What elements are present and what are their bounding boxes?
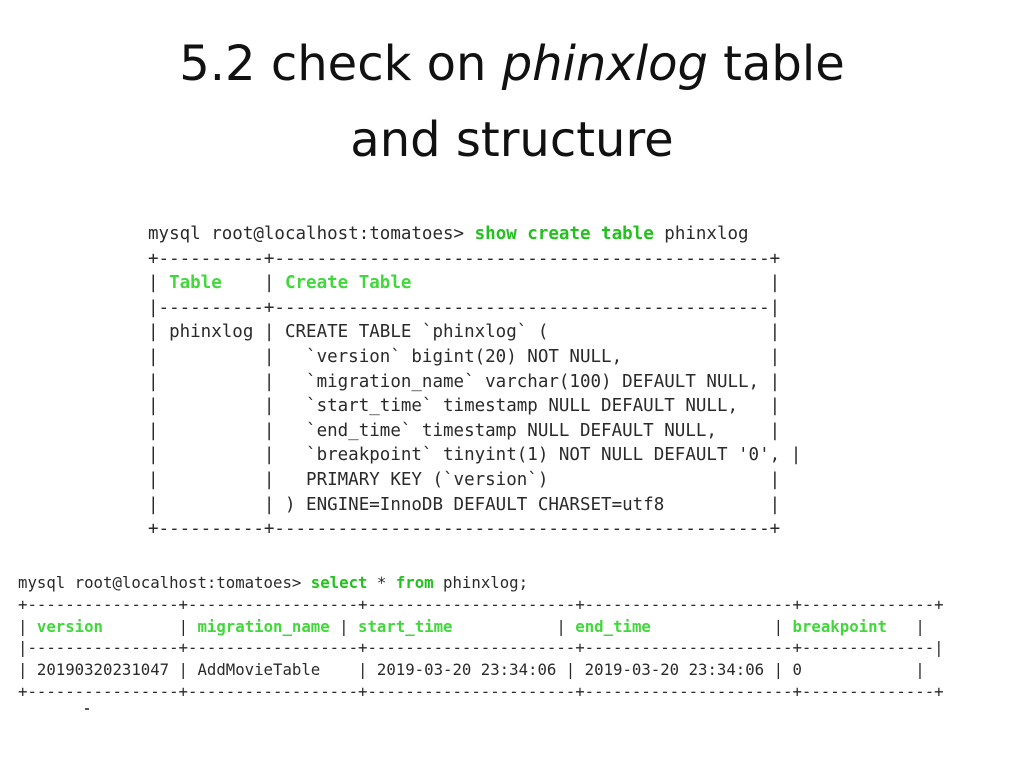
command-keyword: show create table	[474, 224, 654, 244]
header-breakpoint: breakpoint	[792, 616, 887, 636]
kw-select: select	[310, 573, 368, 592]
table-border-top: +----------+----------------------------…	[148, 248, 781, 269]
header-pad	[887, 617, 915, 636]
slide-title: 5.2 check on phinxlog table and structur…	[0, 26, 1024, 178]
header-end-time: end_time	[575, 616, 651, 636]
table-row: | | `version` bigint(20) NOT NULL, |	[148, 346, 781, 367]
table-border-top: +----------------+------------------+---…	[18, 594, 944, 614]
title-prefix: 5.2 check on	[179, 36, 502, 92]
show-create-table-output: mysql root@localhost:tomatoes> show crea…	[148, 222, 801, 542]
select-star: *	[367, 573, 396, 592]
table-border-bottom: +----------+----------------------------…	[148, 519, 781, 540]
table-border-bottom: +----------------+------------------+---…	[18, 681, 944, 701]
table-border-mid: |----------------+------------------+---…	[18, 638, 944, 658]
header-pipe: |	[178, 616, 198, 636]
header-row-tail: |	[411, 273, 781, 294]
table-row: | | ) ENGINE=InnoDB DEFAULT CHARSET=utf8…	[148, 494, 781, 515]
header-pipe: |	[556, 616, 576, 636]
header-pad	[453, 617, 557, 636]
header-pipe: |	[339, 616, 359, 636]
title-suffix: table	[707, 36, 845, 92]
table-row: | | `migration_name` varchar(100) DEFAUL…	[148, 371, 781, 392]
header-create-table: Create Table	[284, 273, 412, 294]
table-row: | | PRIMARY KEY (`version`) |	[148, 469, 781, 490]
header-row-lead: |	[148, 273, 170, 294]
stray-mark	[85, 708, 89, 710]
header-pipe: |	[915, 616, 925, 636]
header-pad	[330, 617, 339, 636]
header-pad	[651, 617, 774, 636]
table-row: | | `breakpoint` tinyint(1) NOT NULL DEF…	[148, 445, 802, 466]
kw-from: from	[395, 573, 434, 592]
select-output: mysql root@localhost:tomatoes> select * …	[18, 572, 944, 703]
prompt: mysql root@localhost:tomatoes>	[148, 224, 475, 244]
title-line-2: and structure	[350, 112, 674, 168]
header-start-time: start_time	[358, 616, 453, 636]
title-table-name: phinxlog	[501, 36, 708, 92]
header-pipe: |	[773, 616, 793, 636]
header-sep: |	[221, 273, 285, 294]
table-row: | 20190320231047 | AddMovieTable | 2019-…	[18, 660, 925, 680]
title-line-1: 5.2 check on phinxlog table	[0, 26, 1024, 102]
header-table: Table	[169, 273, 222, 294]
table-row: | | `start_time` timestamp NULL DEFAULT …	[148, 396, 781, 417]
prompt: mysql root@localhost:tomatoes>	[18, 573, 311, 592]
table-border-mid: |----------+----------------------------…	[148, 297, 781, 318]
header-pipe: |	[18, 616, 37, 636]
command-arg: phinxlog;	[433, 573, 529, 592]
table-row: | phinxlog | CREATE TABLE `phinxlog` ( |	[148, 322, 781, 343]
header-pad	[103, 617, 179, 636]
table-row: | | `end_time` timestamp NULL DEFAULT NU…	[148, 420, 781, 441]
header-migration-name: migration_name	[197, 616, 330, 636]
header-version: version	[36, 616, 104, 636]
command-arg: phinxlog	[653, 224, 749, 244]
